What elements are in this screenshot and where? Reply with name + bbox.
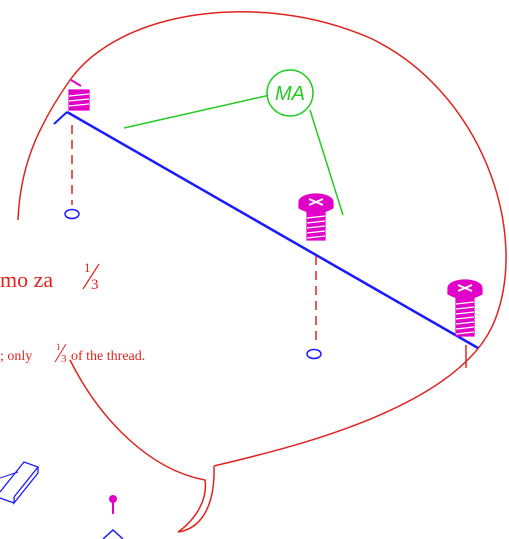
fraction-denominator: 3 — [61, 353, 67, 365]
phillips-screw-icon — [447, 279, 483, 337]
screw-stub — [102, 495, 124, 539]
panel-piece — [0, 461, 40, 505]
hole-marker-icon — [64, 208, 80, 220]
part-code-circle — [266, 69, 314, 117]
hole-marker-icon — [306, 348, 322, 360]
caption-main: mo za — [0, 267, 53, 292]
caption-main-fraction: 1 3 — [82, 260, 100, 293]
phillips-screw-icon — [298, 193, 334, 241]
leader-line-left — [123, 94, 271, 129]
caption-sub-fraction: 1 3 — [54, 342, 67, 365]
fraction-numerator: 1 — [84, 260, 91, 275]
board-edge-line — [66, 110, 479, 350]
board-corner-line — [53, 111, 68, 125]
fraction-bar — [82, 263, 100, 290]
fraction-denominator: 3 — [91, 277, 99, 293]
caption-main-prefix: mo za — [0, 267, 53, 292]
fraction-numerator: 1 — [56, 342, 61, 352]
fraction-bar — [54, 343, 67, 363]
leader-line-right — [309, 109, 344, 216]
detail-bubble-outline — [17, 10, 507, 533]
part-code-label: MA — [275, 83, 305, 105]
caption-sub-suffix: of the thread. — [71, 349, 145, 364]
phillips-screw-icon — [68, 79, 90, 111]
caption-sub-prefix: ; only — [0, 349, 32, 364]
